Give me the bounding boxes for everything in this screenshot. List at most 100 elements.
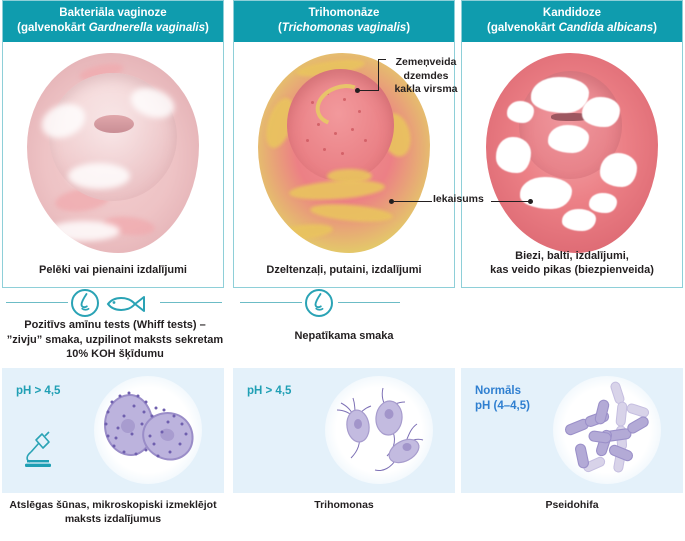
curd-plaque (589, 193, 617, 214)
micro-caption-pseudohyphae: Pseidohifa (461, 498, 683, 512)
trichomonad-drawing (336, 387, 424, 471)
micro-caption-trichomonads: Trihomonas (233, 498, 455, 512)
panel-header-candidiasis: Kandidoze (galvenokārt Candida albicans) (462, 1, 682, 43)
panel-caption-candidiasis: Biezi, balti, izdalījumi, kas veido pika… (466, 249, 678, 278)
cervix-image-bacterial-vaginosis (3, 44, 223, 262)
odor-line2: ”zivju” smaka, uzpilinot maksts sekretam (6, 333, 224, 346)
cell-nucleus (120, 419, 135, 434)
cervical-os-bv (94, 115, 134, 134)
micro-panel-clue-cells: pH > 4,5 (2, 368, 224, 493)
bacterial-granules (104, 391, 188, 458)
title-species: Gardnerella vaginalis (88, 22, 206, 35)
frothy-discharge (288, 178, 386, 203)
micro-panel-pseudohyphae: Normāls pH (4–4,5) (461, 368, 683, 493)
panel-body-candidiasis: Biezi, balti, izdalījumi, kas veido pika… (462, 42, 682, 287)
cervix-illustration-tv (258, 53, 430, 254)
panel-title-line2: (Trichomonas vaginalis) (238, 21, 450, 36)
microscope-icon (22, 430, 56, 473)
cervical-os-candida (551, 113, 590, 122)
microscope-field-clue-cells (94, 376, 202, 484)
curd-plaque (520, 177, 572, 210)
leader-line-strawberry-vertical (378, 59, 380, 91)
rule-line-right-bv (160, 302, 222, 303)
ph-label-bacterial-vaginosis: pH > 4,5 (16, 385, 61, 397)
annotation-line2: dzemdes (403, 69, 449, 82)
nose-icon (70, 288, 100, 323)
ph-label-line1: Normāls (475, 385, 522, 397)
curd-plaque (496, 137, 531, 174)
nose-icon (304, 288, 334, 323)
panel-header-bacterial-vaginosis: Bakteriāla vaginoze (galvenokārt Gardner… (3, 1, 223, 43)
curd-plaque (561, 209, 597, 232)
rule-line-left-bv (6, 302, 68, 303)
panel-candidiasis: Kandidoze (galvenokārt Candida albicans) (461, 0, 683, 288)
title-species: Trichomonas vaginalis (281, 22, 407, 35)
leader-line-inflammation-left (394, 200, 432, 202)
curd-plaque (582, 97, 621, 128)
leader-line-strawberry-horizontal (378, 59, 386, 61)
odor-line1: Pozitīvs amīnu tests (Whiff tests) – (24, 319, 206, 331)
micro-panel-trichomonads: pH > 4,5 (233, 368, 455, 493)
title-prefix: (galvenokārt (17, 22, 89, 35)
panel-title-line1: Trihomonāze (308, 7, 380, 19)
panel-caption-bacterial-vaginosis: Pelēki vai pienaini izdalījumi (39, 264, 187, 277)
odor-test-row: Pozitīvs amīnu tests (Whiff tests) – ”zi… (0, 288, 685, 362)
panel-caption-trichomoniasis: Dzeltenzaļi, putaini, izdalījumi (266, 264, 422, 277)
microscopy-row: pH > 4,5 (0, 368, 685, 541)
cervix-illustration-bv (27, 53, 199, 254)
cervix-outer-candida (486, 53, 658, 254)
rule-line-right-tv (338, 302, 400, 303)
panel-title-line2: (galvenokārt Candida albicans) (466, 21, 678, 36)
cervix-outer-bv (27, 53, 199, 254)
ph-label-trichomoniasis: pH > 4,5 (247, 385, 292, 397)
odor-text-bacterial-vaginosis: Pozitīvs amīnu tests (Whiff tests) – ”zi… (0, 318, 230, 362)
panel-body-trichomoniasis: Dzeltenzaļi, putaini, izdalījumi (234, 42, 454, 287)
cervix-illustration-candida (486, 53, 658, 254)
caption-line1: Atslēgas šūnas, mikroskopiski izmeklējot (9, 499, 217, 511)
curd-plaque (547, 125, 590, 154)
panel-header-trichomoniasis: Trihomonāze (Trichomonas vaginalis) (234, 1, 454, 43)
caption-line1: Pseidohifa (545, 499, 599, 511)
panel-bacterial-vaginosis: Bakteriāla vaginoze (galvenokārt Gardner… (2, 0, 224, 288)
cervix-image-candidiasis (462, 44, 682, 262)
microscope-field-pseudohyphae (553, 376, 661, 484)
annotation-inflammation: Iekaisums (433, 193, 484, 205)
microscope-field-trichomonads (325, 376, 433, 484)
odor-line1: Nepatīkama smaka (294, 330, 394, 342)
title-suffix: ) (205, 22, 209, 35)
curd-plaque (506, 101, 535, 124)
title-suffix: ) (653, 22, 657, 35)
milky-discharge (47, 221, 120, 242)
panel-title-line1: Kandidoze (542, 7, 602, 19)
caption-line2: maksts izdalījumus (64, 513, 162, 526)
curd-plaque (599, 153, 638, 188)
leader-line-inflammation-right (491, 200, 529, 202)
cervix-outer-tv (258, 53, 430, 254)
panel-title-line2: (galvenokārt Gardnerella vaginalis) (7, 21, 219, 36)
annotation-line3: kakla virsma (394, 83, 458, 96)
rule-line-left-tv (240, 302, 302, 303)
panel-title-line1: Bakteriāla vaginoze (59, 7, 167, 19)
ph-label-line2: pH (4–4,5) (475, 399, 530, 412)
cervix-image-trichomoniasis (234, 44, 454, 262)
fish-icon (104, 293, 146, 320)
odor-line3: 10% KOH šķīdumu (66, 348, 164, 361)
title-species: Candida albicans (558, 22, 654, 35)
title-prefix: (galvenokārt (486, 22, 559, 35)
panel-body-bacterial-vaginosis: Pelēki vai pienaini izdalījumi (3, 42, 223, 287)
cervix-ring-tv (287, 69, 394, 182)
title-suffix: ) (406, 22, 411, 35)
caption-line1: Trihomonas (314, 499, 374, 511)
leader-dot-inflammation-right (528, 199, 533, 204)
leader-dot-inflammation-left (389, 199, 394, 204)
odor-text-trichomoniasis: Nepatīkama smaka (233, 329, 455, 344)
disease-panels: Bakteriāla vaginoze (galvenokārt Gardner… (2, 0, 683, 288)
caption-line2: kas veido pikas (biezpienveida) (490, 264, 654, 277)
annotation-line1: Zemeņveida (395, 56, 457, 68)
pseudohyphae-drawing (564, 381, 650, 473)
frothy-discharge (309, 201, 393, 225)
panel-trichomoniasis: Trihomonāze (Trichomonas vaginalis) (233, 0, 455, 288)
title-prefix: ( (277, 22, 282, 35)
micro-caption-clue-cells: Atslēgas šūnas, mikroskopiski izmeklējot… (2, 498, 224, 526)
